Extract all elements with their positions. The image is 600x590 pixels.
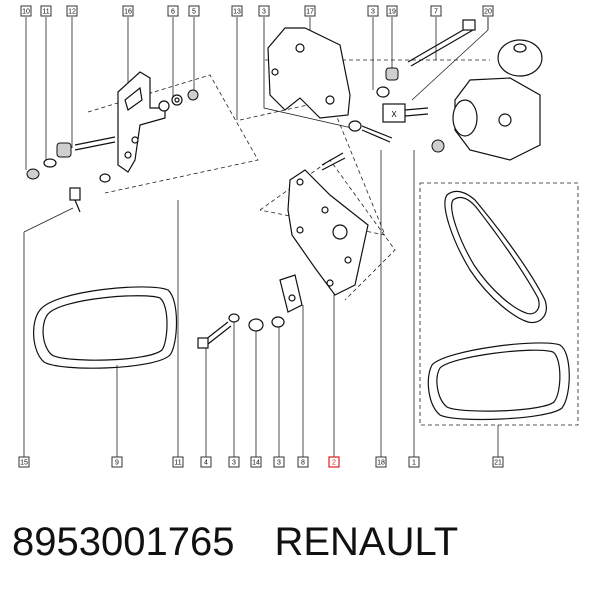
callout-9: 9: [111, 456, 123, 468]
callouts-top: 10 11 12 16 6 5 13 3 17 3 19 7 20: [20, 5, 494, 17]
callout-18: 18: [375, 456, 387, 468]
callout-3: 3: [258, 5, 270, 17]
callout-19: 19: [386, 5, 398, 17]
callout-label: 19: [388, 9, 396, 16]
callout-6: 6: [167, 5, 179, 17]
part-number: 8953001765: [12, 520, 235, 564]
callout-12: 12: [66, 5, 78, 17]
callout-label: 18: [377, 460, 385, 467]
callout-label: 7: [434, 9, 438, 16]
callout-label: 9: [115, 460, 119, 467]
callout-label: 3: [262, 9, 266, 16]
callout-label: 1: [412, 460, 416, 467]
callout-11: 11: [172, 456, 184, 468]
callout-21: 21: [492, 456, 504, 468]
belt-21-lower: [427, 342, 570, 421]
callout-label: 17: [306, 9, 314, 16]
callout-label: 16: [124, 9, 132, 16]
callout-label: 6: [171, 9, 175, 16]
leader-lines: [23, 17, 499, 457]
callout-20: 20: [482, 5, 494, 17]
callout-label: 21: [494, 460, 502, 467]
small-bracket: [197, 274, 303, 349]
callout-label: 3: [277, 460, 281, 467]
callout-13: 13: [231, 5, 243, 17]
callout-3: 3: [273, 456, 285, 468]
callouts-bottom: 15 9 11 4 3 14 3 8 2 18 1 21: [18, 456, 504, 468]
callout-label: 3: [232, 460, 236, 467]
top-hardware: X: [321, 19, 476, 171]
callout-8: 8: [297, 456, 309, 468]
callout-label: 11: [42, 9, 49, 16]
callout-5: 5: [188, 5, 200, 17]
callout-label: 10: [22, 9, 30, 16]
callout-10: 10: [20, 5, 32, 17]
callout-17: 17: [304, 5, 316, 17]
belt-9: [33, 286, 178, 369]
callout-2: 2: [328, 456, 340, 468]
callout-11: 11: [40, 5, 52, 17]
callout-label: 3: [371, 9, 375, 16]
callout-7: 7: [430, 5, 442, 17]
callout-15: 15: [18, 456, 30, 468]
callout-label: 15: [20, 460, 28, 467]
callout-1: 1: [408, 456, 420, 468]
callout-label: 11: [174, 460, 181, 467]
exploded-parts-diagram: X: [18, 5, 579, 468]
brand-name: RENAULT: [274, 520, 459, 564]
callout-label: 20: [484, 9, 492, 16]
callout-3: 3: [228, 456, 240, 468]
callout-14: 14: [250, 456, 262, 468]
callout-label: 4: [204, 460, 208, 467]
left-bracket: [117, 71, 166, 173]
callout-16: 16: [122, 5, 134, 17]
callout-4: 4: [200, 456, 212, 468]
callout-label: 2: [332, 460, 336, 467]
belt-21-upper: [444, 190, 547, 324]
callout-3: 3: [367, 5, 379, 17]
mounting-plate: [287, 169, 369, 296]
callout-label: 14: [252, 460, 260, 467]
callout-label: 8: [301, 460, 305, 467]
caption: 8953001765 RENAULT: [12, 512, 458, 572]
power-steering-pump: [431, 39, 543, 161]
bolt-label: X: [391, 110, 397, 119]
top-bracket: [267, 27, 351, 119]
left-hardware: [26, 89, 199, 213]
callout-label: 5: [192, 9, 196, 16]
callout-label: 12: [68, 9, 76, 16]
callout-label: 13: [233, 9, 241, 16]
